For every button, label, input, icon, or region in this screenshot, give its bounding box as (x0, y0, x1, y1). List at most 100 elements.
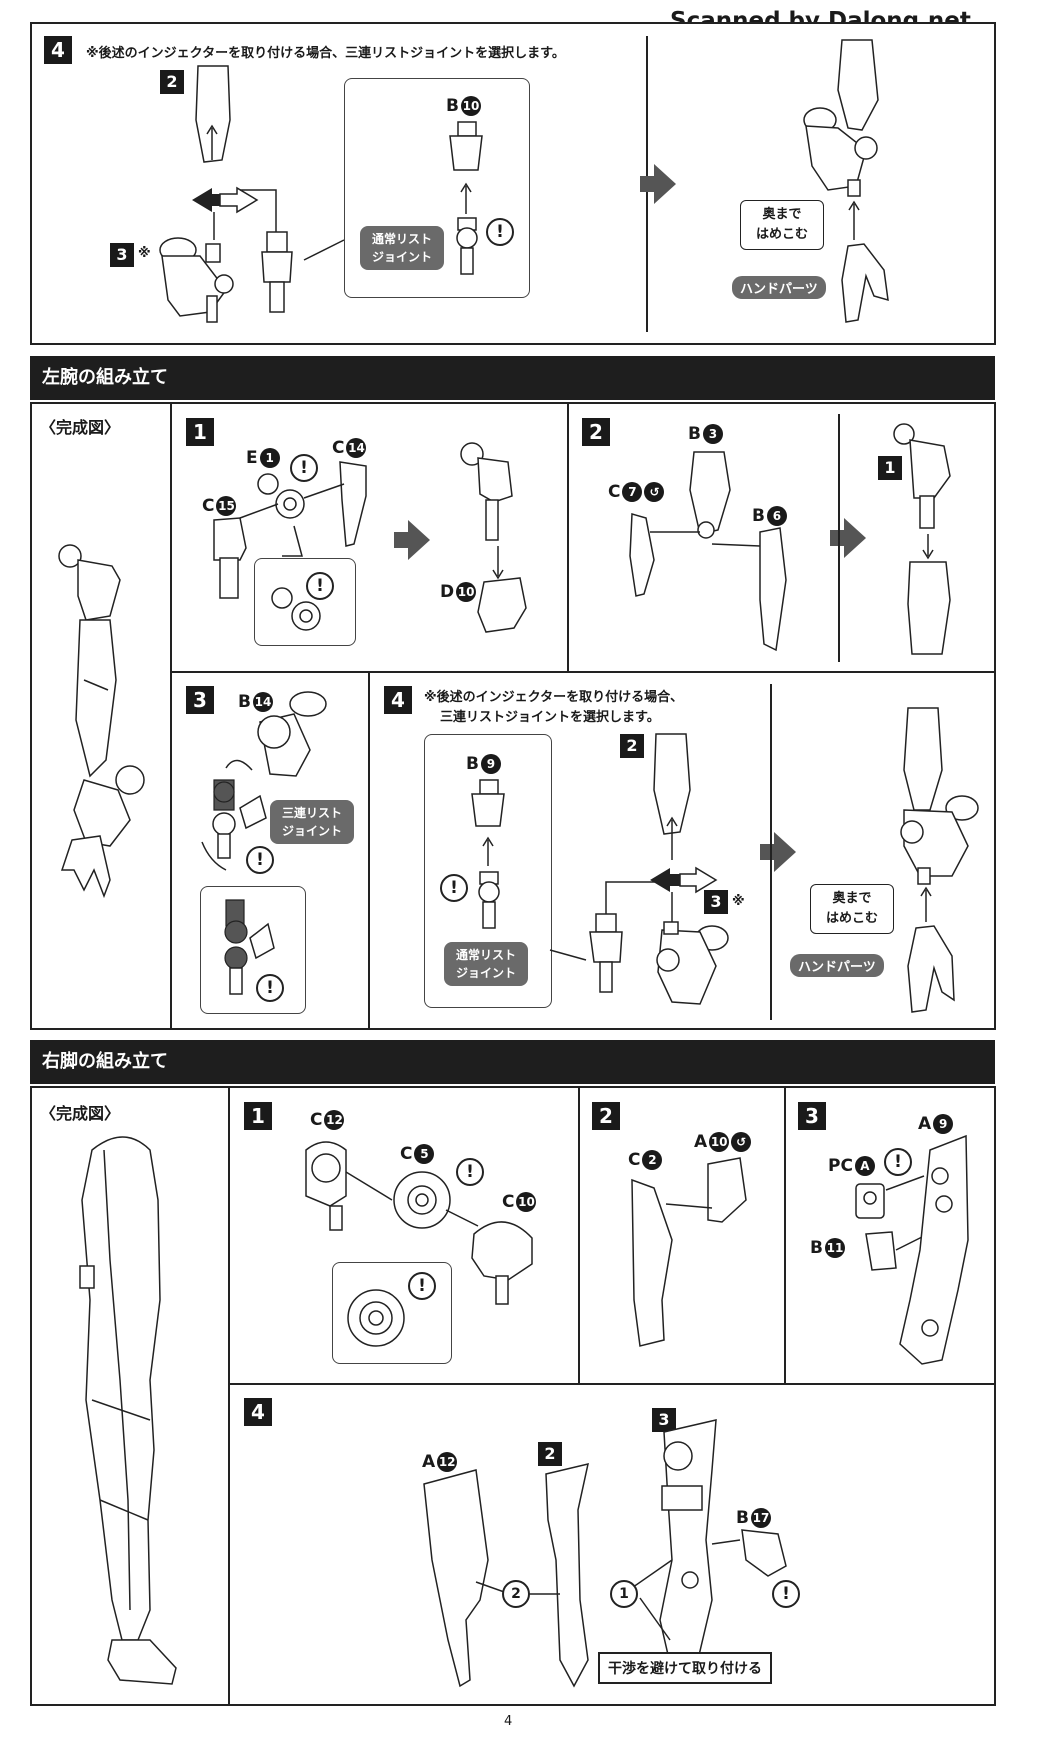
right-leg-step4-ref2: 2 (538, 1442, 562, 1466)
top-right-drawing (803, 39, 889, 323)
left-arm-row-divider (170, 671, 996, 673)
right-leg-col-divider (228, 1086, 230, 1706)
left-arm-step4-ref-upper: 2 (620, 734, 644, 758)
left-arm-step4-arrow (774, 832, 796, 872)
left-arm-step2-inner-divider (838, 414, 840, 662)
top-caution-icon: ! (486, 218, 514, 246)
page-number: 4 (504, 1714, 513, 1729)
right-leg-step3-divider (784, 1086, 786, 1384)
left-arm-step2-arrow (844, 518, 866, 558)
right-leg-row-divider (228, 1383, 996, 1385)
right-leg-step4-caution: ! (772, 1580, 800, 1608)
right-leg-step1-caution-2: ! (408, 1272, 436, 1300)
left-arm-step1-caution-2: ! (306, 572, 334, 600)
right-leg-step4-ref3: 3 (652, 1408, 676, 1432)
left-arm-step4-ref-lower-mark: ※ (732, 894, 745, 909)
top-detail-drawing (449, 121, 483, 275)
left-arm-label-triple-joint: 三連リストジョイント (270, 800, 354, 844)
left-arm-step3-caution-2: ! (256, 974, 284, 1002)
right-leg-step3-caution: ! (884, 1148, 912, 1176)
right-leg-step1-caution-1: ! (456, 1158, 484, 1186)
top-ref-lower: 3 (110, 243, 134, 267)
right-leg-step2-number: 2 (592, 1102, 620, 1130)
top-callout-push: 奥まではめこむ (740, 200, 824, 250)
left-arm-step4-label-normal-joint: 通常リストジョイント (444, 942, 528, 986)
right-leg-step2-divider (578, 1086, 580, 1384)
right-leg-step3-number: 3 (798, 1102, 826, 1130)
left-arm-step4-number: 4 (384, 686, 412, 714)
left-arm-step4-note-1: ※後述のインジェクターを取り付ける場合、 (424, 690, 684, 705)
top-label-hand: ハンドパーツ (732, 276, 826, 299)
right-leg-header: 右脚の組み立て (30, 1040, 995, 1084)
top-step4-number: 4 (44, 36, 72, 64)
left-arm-step1-caution-1: ! (290, 454, 318, 482)
left-arm-step2-divider (567, 402, 569, 672)
top-flow-arrow (654, 164, 676, 204)
top-step4-note: ※後述のインジェクターを取り付ける場合、三連リストジョイントを選択します。 (86, 46, 565, 61)
left-arm-complete-label: 〈完成図〉 (40, 418, 121, 437)
top-ref-lower-mark: ※ (138, 246, 151, 261)
left-arm-step2-number: 2 (582, 418, 610, 446)
right-leg-step4-number: 4 (244, 1398, 272, 1426)
left-arm-step4-ref-lower: 3 (704, 890, 728, 914)
left-arm-header: 左腕の組み立て (30, 356, 995, 400)
left-arm-step3-caution-1: ! (246, 846, 274, 874)
left-arm-step4-caution: ! (440, 874, 468, 902)
top-ref-upper: 2 (160, 70, 184, 94)
left-arm-step1-arrow-bar (394, 532, 410, 548)
right-leg-step4-warning: 干渉を避けて取り付ける (598, 1652, 772, 1684)
left-arm-step1-arrow (408, 520, 430, 560)
right-leg-a10-gate-icon: ↺ (731, 1132, 752, 1152)
left-arm-step4-arrow-bar (760, 844, 776, 860)
left-arm-step3-number: 3 (186, 686, 214, 714)
right-leg-step4-order1: 1 (610, 1580, 638, 1608)
left-arm-step2-ref: 1 (878, 456, 902, 480)
left-arm-step4-divider (368, 671, 370, 1030)
right-leg-step4-order2: 2 (502, 1580, 530, 1608)
left-arm-step4-callout-push: 奥まではめこむ (810, 884, 894, 934)
left-arm-step4-inner-divider (770, 684, 772, 1020)
left-arm-col-divider (170, 402, 172, 1030)
right-leg-step1-number: 1 (244, 1102, 272, 1130)
left-arm-step4-note-2: 三連リストジョイントを選択します。 (440, 710, 660, 725)
left-arm-c7-gate-icon: ↺ (644, 482, 665, 502)
left-arm-step1-number: 1 (186, 418, 214, 446)
top-flow-arrow-bar (640, 176, 656, 192)
right-leg-complete-label: 〈完成図〉 (40, 1104, 121, 1123)
left-arm-step4-label-hand: ハンドパーツ (790, 954, 884, 977)
top-label-normal-joint: 通常リストジョイント (360, 226, 444, 270)
